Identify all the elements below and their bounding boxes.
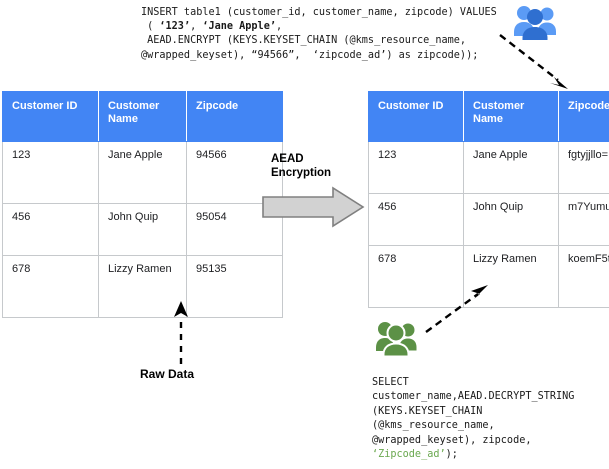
cell-customer-name: Jane Apple [98, 141, 187, 204]
ciphertext-table: Customer ID Customer Name Zipcode 123 Ja… [368, 91, 609, 308]
cell-customer-name: John Quip [98, 203, 187, 256]
table-row: 678 Lizzy Ramen 95135 [2, 255, 283, 318]
cell-customer-id: 678 [2, 255, 99, 318]
cell-zipcode: koemF5ter= [558, 245, 609, 308]
insert-sql-line-3: AEAD.ENCRYPT (KEYS.KEYSET_CHAIN (@kms_re… [141, 35, 467, 47]
table-header-row: Customer ID Customer Name Zipcode [2, 91, 283, 142]
cell-customer-id: 123 [2, 141, 99, 204]
aead-encryption-arrow [261, 186, 365, 228]
select-sql-line-1: SELECT [372, 377, 409, 388]
cell-zipcode: m7Yumuawqry [558, 193, 609, 246]
cell-customer-id: 456 [2, 203, 99, 256]
column-header-customer-name: Customer Name [463, 91, 559, 142]
table-row: 456 John Quip m7Yumuawqry [368, 193, 609, 246]
insert-sql-line-2-prefix: ( [141, 21, 160, 33]
cell-customer-id: 456 [368, 193, 464, 246]
insert-sql-literal-customer-id: ‘123’ [159, 21, 191, 33]
column-header-customer-id: Customer ID [2, 91, 99, 142]
insert-sql-line-1: INSERT table1 (customer_id, customer_nam… [141, 7, 497, 18]
cell-customer-id: 678 [368, 245, 464, 308]
table-row: 123 Jane Apple 94566 [2, 141, 283, 204]
plaintext-table: Customer ID Customer Name Zipcode 123 Ja… [2, 91, 283, 318]
cell-customer-name: John Quip [463, 193, 559, 246]
select-sql-literal-zipcode-ad: ‘Zipcode_ad’ [372, 449, 446, 461]
raw-data-arrow [170, 300, 192, 366]
insert-sql-line-2-mid: , [190, 21, 203, 33]
insert-sql-literal-customer-name: ‘Jane Apple’ [202, 21, 276, 33]
select-sql-line-4: (@kms_resource_name, [372, 420, 495, 432]
users-group-icon [375, 317, 419, 358]
select-sql-statement: SELECT customer_name,AEAD.DECRYPT_STRING… [372, 376, 574, 462]
select-flow-arrow [424, 284, 496, 334]
raw-data-label: Raw Data [140, 367, 195, 381]
aead-encryption-label: AEAD Encryption [271, 152, 331, 180]
column-header-customer-name: Customer Name [98, 91, 187, 142]
cell-zipcode: fgtyjjllo= [558, 141, 609, 194]
column-header-customer-id: Customer ID [368, 91, 464, 142]
aead-label-line-1: AEAD [271, 153, 304, 165]
table-row: 456 John Quip 95054 [2, 203, 283, 256]
table-row: 678 Lizzy Ramen koemF5ter= [368, 245, 609, 308]
cell-customer-name: Lizzy Ramen [98, 255, 187, 318]
cell-customer-id: 123 [368, 141, 464, 194]
column-header-zipcode: Zipcode [186, 91, 283, 142]
select-sql-line-6-tail: ); [445, 449, 458, 461]
insert-sql-line-2-suffix: , [275, 21, 283, 33]
insert-sql-line-4: @wrapped_keyset), “94566”, ‘zipcode_ad’)… [141, 49, 479, 61]
select-sql-line-3: (KEYS.KEYSET_CHAIN [372, 405, 483, 417]
select-sql-line-2: customer_name,AEAD.DECRYPT_STRING [372, 391, 575, 403]
insert-flow-arrow [498, 33, 574, 91]
aead-label-line-2: Encryption [271, 167, 332, 179]
select-sql-line-5: @wrapped_keyset), zipcode, [372, 434, 532, 446]
insert-sql-statement: INSERT table1 (customer_id, customer_nam… [141, 6, 497, 63]
table-header-row: Customer ID Customer Name Zipcode [368, 91, 609, 142]
users-group-icon [513, 2, 557, 40]
cell-customer-name: Lizzy Ramen [463, 245, 559, 308]
column-header-zipcode: Zipcode [558, 91, 609, 142]
table-row: 123 Jane Apple fgtyjjllo= [368, 141, 609, 194]
cell-customer-name: Jane Apple [463, 141, 559, 194]
cell-zipcode: 94566 [186, 141, 283, 204]
cell-zipcode: 95135 [186, 255, 283, 318]
